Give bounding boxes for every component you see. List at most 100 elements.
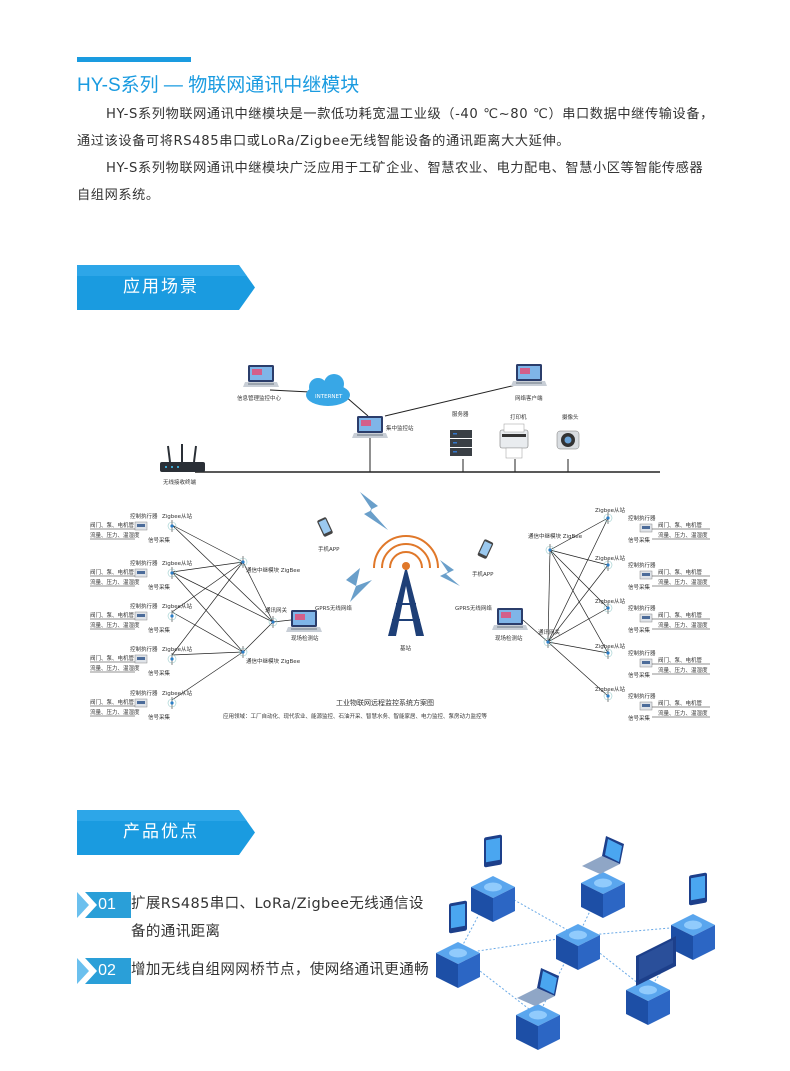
svg-text:流量、压力、温湿度: 流量、压力、温湿度 <box>658 578 708 586</box>
svg-text:流量、压力、温湿度: 流量、压力、温湿度 <box>90 621 140 629</box>
relay-left-top-label: 通信中继模块 ZigBee <box>246 566 301 574</box>
svg-text:Zigbee从站: Zigbee从站 <box>595 685 626 693</box>
svg-text:Zigbee从站: Zigbee从站 <box>162 602 193 610</box>
diagram-fields: 应用领域：工厂自动化、现代农业、能源监控、石油开采、智慧水务、智能家居、电力监控… <box>223 712 488 720</box>
svg-text:信号采集: 信号采集 <box>148 626 171 634</box>
field-station-right-laptop <box>492 608 528 630</box>
network-illustration <box>436 834 715 1050</box>
svg-text:信号采集: 信号采集 <box>148 536 171 544</box>
gprs-right-label: GPRS无线网络 <box>455 604 492 612</box>
net-client-laptop <box>511 364 547 386</box>
svg-text:控制执行器: 控制执行器 <box>130 689 158 697</box>
svg-text:阀门、泵、电机管: 阀门、泵、电机管 <box>90 654 135 662</box>
info-center-laptop <box>243 365 279 387</box>
isometric-node-5 <box>556 924 600 970</box>
svg-text:信号采集: 信号采集 <box>148 669 171 677</box>
field-station-right-label: 现场检测站 <box>495 634 523 642</box>
internet-label: INTERNET <box>315 394 343 400</box>
svg-text:控制执行器: 控制执行器 <box>130 602 158 610</box>
svg-text:阀门、泵、电机管: 阀门、泵、电机管 <box>90 611 135 619</box>
mobile-phone-left <box>316 516 334 538</box>
svg-text:信号采集: 信号采集 <box>628 714 651 722</box>
svg-text:信号采集: 信号采集 <box>148 583 171 591</box>
svg-text:阀门、泵、电机管: 阀门、泵、电机管 <box>658 521 703 529</box>
svg-text:阀门、泵、电机管: 阀门、泵、电机管 <box>90 568 135 576</box>
right-station-group-5: Zigbee从站 控制执行器 阀门、泵、电机管 流量、压力、温湿度 信号采集 <box>595 685 710 722</box>
svg-text:Zigbee从站: Zigbee从站 <box>162 645 193 653</box>
feature-text: 扩展RS485串口、LoRa/Zigbee无线通信设备的通讯距离 <box>131 896 424 940</box>
signal-bolt-top <box>360 492 388 530</box>
svg-text:阀门、泵、电机管: 阀门、泵、电机管 <box>658 699 703 707</box>
banner-shape <box>77 265 255 310</box>
iot-system-diagram: 信息管理监控中心 INTERNET 网络客户端 集中监控站 服务器 打印机 摄像… <box>90 364 710 722</box>
left-station-group-1: 控制执行器 Zigbee从站 阀门、泵、电机管 流量、压力、温湿度 信号采集 <box>90 512 193 544</box>
left-station-group-3: 控制执行器 Zigbee从站 阀门、泵、电机管 流量、压力、温湿度 信号采集 <box>90 602 193 634</box>
svg-text:控制执行器: 控制执行器 <box>130 645 158 653</box>
svg-text:控制执行器: 控制执行器 <box>628 604 656 612</box>
intro-paragraph-2: HY-S系列物联网通讯中继模块广泛应用于工矿企业、智慧农业、电力配电、智慧小区等… <box>77 161 704 203</box>
base-station-label: 基站 <box>400 644 412 652</box>
relay-right-top-antenna <box>545 543 555 557</box>
right-station-group-1: Zigbee从站 控制执行器 阀门、泵、电机管 流量、压力、温湿度 信号采集 <box>595 506 710 544</box>
info-center-label: 信息管理监控中心 <box>237 394 282 402</box>
right-network-links <box>522 517 609 697</box>
svg-text:信号采集: 信号采集 <box>628 671 651 679</box>
feature-number: 01 <box>98 896 116 913</box>
isometric-node-3 <box>671 872 715 960</box>
badge-shape <box>77 892 131 918</box>
isometric-node-4 <box>436 900 480 988</box>
isometric-node-2 <box>581 836 625 918</box>
section-title-application: 应用场景 <box>123 277 199 297</box>
central-monitor-laptop <box>352 416 388 438</box>
svg-text:流量、压力、温湿度: 流量、压力、温湿度 <box>90 708 140 716</box>
badge-shape <box>77 958 131 984</box>
left-station-group-2: 控制执行器 Zigbee从站 阀门、泵、电机管 流量、压力、温湿度 信号采集 <box>90 559 193 591</box>
svg-text:控制执行器: 控制执行器 <box>628 514 656 522</box>
svg-text:Zigbee从站: Zigbee从站 <box>162 559 193 567</box>
gateway-left-label: 通讯网关 <box>265 606 288 614</box>
camera-label: 摄像头 <box>562 413 579 421</box>
svg-text:流量、压力、温湿度: 流量、压力、温湿度 <box>658 709 708 717</box>
left-network-links <box>171 524 292 701</box>
gateway-right-antenna <box>543 635 553 649</box>
gprs-left-label: GPRS无线网络 <box>315 604 352 612</box>
signal-bolt-right <box>440 560 460 586</box>
printer-label: 打印机 <box>510 413 527 421</box>
relay-left-bottom-label: 通信中继模块 ZigBee <box>246 657 301 665</box>
svg-text:阀门、泵、电机管: 阀门、泵、电机管 <box>658 656 703 664</box>
banner-shape <box>77 810 255 855</box>
svg-text:流量、压力、温湿度: 流量、压力、温湿度 <box>658 621 708 629</box>
svg-text:控制执行器: 控制执行器 <box>628 649 656 657</box>
server-icon <box>450 430 472 456</box>
svg-text:流量、压力、温湿度: 流量、压力、温湿度 <box>90 578 140 586</box>
intro-text: HY-S系列物联网通讯中继模块是一款低功耗宽温工业级（-40 ℃~80 ℃）串口… <box>77 101 717 209</box>
svg-text:Zigbee从站: Zigbee从站 <box>595 506 626 514</box>
svg-text:流量、压力、温湿度: 流量、压力、温湿度 <box>90 531 140 539</box>
svg-text:阀门、泵、电机管: 阀门、泵、电机管 <box>658 568 703 576</box>
svg-text:信号采集: 信号采集 <box>628 626 651 634</box>
svg-text:阀门、泵、电机管: 阀门、泵、电机管 <box>658 611 703 619</box>
central-monitor-label: 集中监控站 <box>386 424 414 432</box>
mobile-app-right-label: 手机APP <box>472 570 494 578</box>
right-station-group-4: Zigbee从站 控制执行器 阀门、泵、电机管 流量、压力、温湿度 信号采集 <box>595 642 710 679</box>
svg-text:控制执行器: 控制执行器 <box>628 692 656 700</box>
page-title: HY-S系列 — 物联网通讯中继模块 <box>77 75 360 96</box>
mobile-phone-right <box>477 538 494 560</box>
svg-text:阀门、泵、电机管: 阀门、泵、电机管 <box>90 698 135 706</box>
isometric-node-1 <box>471 834 515 922</box>
mobile-app-left-label: 手机APP <box>318 545 340 553</box>
svg-text:Zigbee从站: Zigbee从站 <box>595 642 626 650</box>
relay-right-top-label: 通信中继模块 ZigBee <box>528 532 583 540</box>
svg-text:Zigbee从站: Zigbee从站 <box>595 597 626 605</box>
gateway-right-label: 通讯网关 <box>538 628 561 636</box>
svg-text:信号采集: 信号采集 <box>628 536 651 544</box>
svg-text:流量、压力、温湿度: 流量、压力、温湿度 <box>658 531 708 539</box>
svg-text:信号采集: 信号采集 <box>628 583 651 591</box>
svg-text:Zigbee从站: Zigbee从站 <box>162 512 193 520</box>
isometric-node-6 <box>626 936 676 1025</box>
feature-text: 增加无线自组网网桥节点，使网络通讯更通畅 <box>131 962 429 978</box>
svg-text:信号采集: 信号采集 <box>148 713 171 721</box>
feature-number: 02 <box>98 962 116 979</box>
isometric-node-7 <box>516 968 560 1050</box>
printer-icon <box>499 423 529 459</box>
